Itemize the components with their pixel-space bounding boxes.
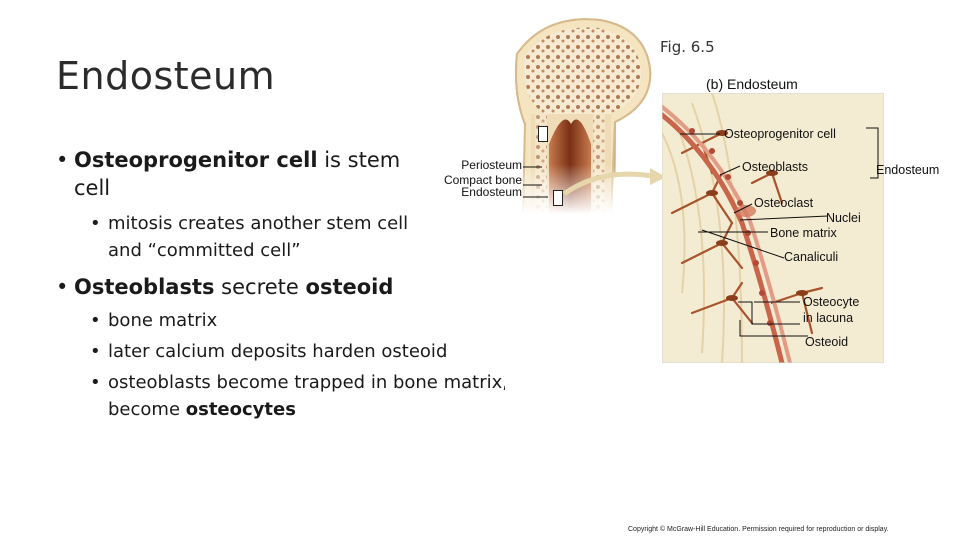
bullet-osteoprogenitor: • Osteoprogenitor cell is stem cell — [56, 146, 401, 202]
sub-bullet-text-cont: and “committed cell” — [108, 240, 301, 261]
label-endosteum-bone: Endosteum — [461, 185, 522, 199]
label-osteocyte: Osteocyte in lacuna — [803, 294, 859, 326]
bone-leader-lines — [523, 166, 548, 198]
term-osteoid: osteoid — [305, 275, 394, 299]
bullet-dot: • — [90, 372, 101, 393]
label-canaliculi: Canaliculi — [784, 250, 839, 264]
placeholder-box — [538, 126, 548, 142]
label-endosteum-detail: Endosteum — [876, 163, 940, 177]
term-osteoblasts: Osteoblasts — [74, 275, 215, 299]
bullet-dot: • — [56, 148, 69, 172]
sub-bullet-text: mitosis creates another stem cell — [108, 213, 409, 234]
sub-bullet-mitosis: • mitosis creates another stem cell and … — [90, 210, 409, 264]
bullet-text: is stem — [317, 148, 401, 172]
sub-bullet-text: osteoblasts become trapped in bone matri… — [108, 372, 508, 393]
label-osteoid: Osteoid — [805, 335, 849, 349]
label-compact-bone: Compact bone — [443, 173, 522, 187]
sub-bullets-osteoblasts: • bone matrix • later calcium deposits har… — [90, 307, 508, 423]
figure-number: Fig. 6.5 — [660, 38, 715, 56]
bullet-dot: • — [90, 341, 101, 362]
label-osteoblasts: Osteoblasts — [742, 160, 809, 174]
label-osteocyte-line1: Osteocyte — [803, 295, 860, 309]
sub-bullet-text-cont: become — [108, 399, 186, 420]
sub-bullet-text: bone matrix — [108, 310, 218, 331]
slide-title: Endosteum — [56, 54, 276, 98]
sub-bullet-text: later calcium deposits harden osteoid — [108, 341, 448, 362]
bullet-dot: • — [56, 275, 69, 299]
endosteum-micrograph — [662, 93, 884, 363]
bullet-dot: • — [90, 310, 101, 331]
detail-leader-lines — [680, 127, 879, 337]
placeholder-box — [553, 190, 563, 206]
sub-bullet-calcium: • later calcium deposits harden osteoid — [90, 338, 508, 365]
label-osteoprogenitor: Osteoprogenitor cell — [724, 127, 836, 141]
arrow-icon — [562, 168, 666, 197]
figure-subtitle: (b) Endosteum — [706, 76, 798, 92]
sub-bullet-trapped: • osteoblasts become trapped in bone matr… — [90, 369, 508, 423]
bullet-osteoblasts: • Osteoblasts secrete osteoid — [56, 273, 394, 301]
bullet-dot: • — [90, 213, 101, 234]
sub-bullet-bone-matrix: • bone matrix — [90, 307, 508, 334]
copyright-notice: Copyright © McGraw-Hill Education. Permi… — [628, 526, 889, 533]
label-nuclei: Nuclei — [826, 211, 861, 225]
bone-labels: Periosteum Compact bone Endosteum — [430, 158, 522, 200]
label-osteoclast: Osteoclast — [754, 196, 814, 210]
bullet-text: secrete — [214, 275, 306, 299]
term-osteoprogenitor: Osteoprogenitor cell — [74, 148, 318, 172]
label-osteocyte-line2: in lacuna — [803, 311, 854, 325]
term-osteocytes: osteocytes — [185, 399, 296, 420]
label-bone-matrix: Bone matrix — [770, 226, 837, 240]
bone-illustration — [505, 18, 655, 540]
label-periosteum: Periosteum — [461, 158, 522, 172]
bullet-text-cont: cell — [74, 176, 111, 200]
